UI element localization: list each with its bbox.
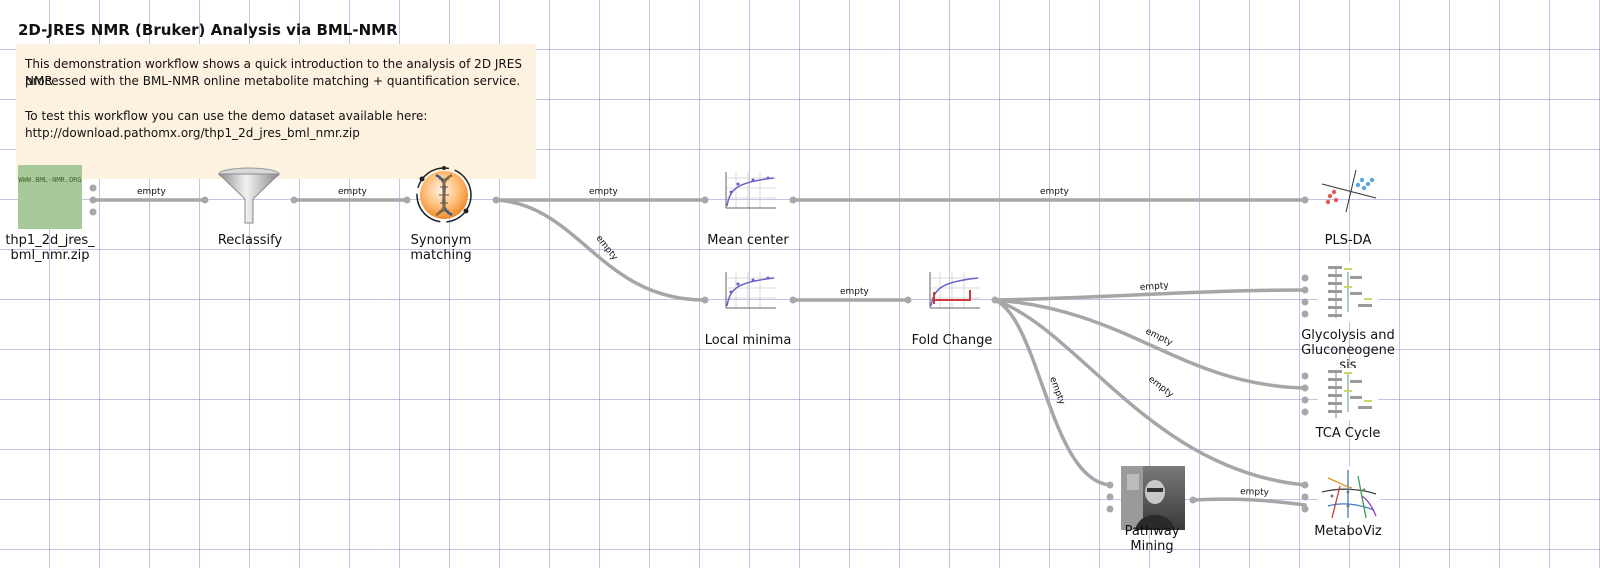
glycolysis-label-line: sis bbox=[1339, 358, 1357, 373]
input-port[interactable] bbox=[1301, 384, 1309, 392]
note-line-4: http://download.pathomx.org/thp1_2d_jres… bbox=[25, 126, 360, 140]
input-port[interactable] bbox=[1301, 408, 1309, 416]
note-line-3: To test this workflow you can use the de… bbox=[25, 109, 428, 123]
glycolysis-label-line: Glycolysis and bbox=[1301, 328, 1395, 343]
output-port[interactable] bbox=[789, 196, 797, 204]
funnel-icon[interactable] bbox=[214, 165, 284, 225]
edge-label: empty bbox=[137, 187, 167, 197]
input-port[interactable] bbox=[1301, 493, 1309, 501]
synonym-label-line: matching bbox=[410, 248, 472, 263]
metabolic-network-icon[interactable] bbox=[1318, 466, 1380, 522]
input-port[interactable] bbox=[701, 296, 709, 304]
output-port[interactable] bbox=[89, 184, 97, 192]
edge-label: empty bbox=[1240, 487, 1270, 498]
reclassify-label[interactable]: Reclassify bbox=[217, 233, 283, 248]
edge-foldchange-tca[interactable] bbox=[993, 298, 1307, 390]
edge-label: empty bbox=[1144, 327, 1175, 349]
scatter-plot-icon[interactable] bbox=[1318, 168, 1378, 214]
plsda-label[interactable]: PLS-DA bbox=[1324, 233, 1372, 248]
note-line-2: processed with the BML-NMR online metabo… bbox=[25, 74, 521, 88]
input-port[interactable] bbox=[1106, 493, 1114, 501]
pathway-map-icon[interactable] bbox=[1318, 262, 1378, 322]
dna-icon[interactable] bbox=[414, 165, 474, 225]
fold-change-graph-icon[interactable] bbox=[922, 268, 982, 314]
input-port[interactable] bbox=[403, 196, 411, 204]
input-port[interactable] bbox=[1301, 286, 1309, 294]
output-port[interactable] bbox=[290, 196, 298, 204]
pathway-mining-label-line: Mining bbox=[1130, 539, 1174, 554]
glycolysis-label[interactable]: Glycolysis and Gluconeogene sis bbox=[1293, 328, 1403, 373]
input-port[interactable] bbox=[1301, 481, 1309, 489]
input-port[interactable] bbox=[1301, 310, 1309, 318]
edge-label: empty bbox=[338, 187, 368, 197]
edge-pathway-metaboviz[interactable] bbox=[1191, 497, 1307, 507]
curve-graph-icon[interactable] bbox=[718, 168, 778, 214]
input-port[interactable] bbox=[701, 196, 709, 204]
input-port[interactable] bbox=[1301, 396, 1309, 404]
synonym-label-line: Synonym bbox=[410, 233, 472, 248]
input-port[interactable] bbox=[1301, 196, 1309, 204]
source-label-line: thp1_2d_jres_ bbox=[5, 233, 95, 248]
source-thumb-text: WWW.BML-NMR.ORG bbox=[18, 176, 82, 184]
source-label[interactable]: thp1_2d_jres_ bml_nmr.zip bbox=[0, 233, 105, 263]
input-port[interactable] bbox=[1106, 505, 1114, 513]
input-port[interactable] bbox=[201, 196, 209, 204]
output-port[interactable] bbox=[492, 196, 500, 204]
local-minima-label[interactable]: Local minima bbox=[704, 333, 792, 348]
input-port[interactable] bbox=[1106, 481, 1114, 489]
edge-label: empty bbox=[589, 187, 619, 197]
edge-label: empty bbox=[1040, 187, 1070, 197]
curve-graph-icon[interactable] bbox=[718, 268, 778, 314]
edge-label: empty bbox=[1140, 281, 1170, 293]
output-port[interactable] bbox=[89, 196, 97, 204]
input-port[interactable] bbox=[1301, 274, 1309, 282]
edge-label: empty bbox=[840, 287, 870, 297]
output-port[interactable] bbox=[991, 296, 999, 304]
input-port[interactable] bbox=[1301, 298, 1309, 306]
source-label-line: bml_nmr.zip bbox=[10, 248, 90, 263]
tca-label[interactable]: TCA Cycle bbox=[1315, 426, 1381, 441]
input-port[interactable] bbox=[1301, 505, 1309, 513]
mean-center-label[interactable]: Mean center bbox=[707, 233, 789, 248]
output-port[interactable] bbox=[89, 208, 97, 216]
pathway-mining-label[interactable]: Pathway Mining bbox=[1097, 524, 1207, 554]
edge-label: empty bbox=[1047, 376, 1067, 407]
fold-change-label[interactable]: Fold Change bbox=[911, 333, 993, 348]
input-port[interactable] bbox=[1301, 372, 1309, 380]
metaboviz-label[interactable]: MetaboViz bbox=[1314, 524, 1382, 539]
edge-foldchange-metaboviz[interactable] bbox=[993, 298, 1307, 487]
workflow-note[interactable]: This demonstration workflow shows a quic… bbox=[16, 44, 536, 179]
glycolysis-label-line: Gluconeogene bbox=[1301, 343, 1395, 358]
edge-foldchange-glycolysis[interactable] bbox=[993, 288, 1307, 302]
edge-synonym-localminima[interactable] bbox=[494, 198, 707, 302]
output-port[interactable] bbox=[789, 296, 797, 304]
source-thumbnail[interactable]: WWW.BML-NMR.ORG bbox=[18, 165, 82, 229]
workflow-title: 2D-JRES NMR (Bruker) Analysis via BML-NM… bbox=[18, 21, 398, 39]
note-line-1: This demonstration workflow shows a quic… bbox=[25, 57, 522, 88]
edge-foldchange-pathway[interactable] bbox=[993, 298, 1112, 487]
input-port[interactable] bbox=[904, 296, 912, 304]
synonym-label[interactable]: Synonym matching bbox=[386, 233, 496, 263]
pathway-map-icon[interactable] bbox=[1318, 368, 1378, 420]
output-port[interactable] bbox=[1189, 496, 1197, 504]
edge-label: empty bbox=[594, 234, 620, 263]
edge-label: empty bbox=[1146, 374, 1175, 400]
pathway-mining-label-line: Pathway bbox=[1124, 524, 1180, 539]
portrait-photo-icon[interactable] bbox=[1121, 466, 1185, 530]
